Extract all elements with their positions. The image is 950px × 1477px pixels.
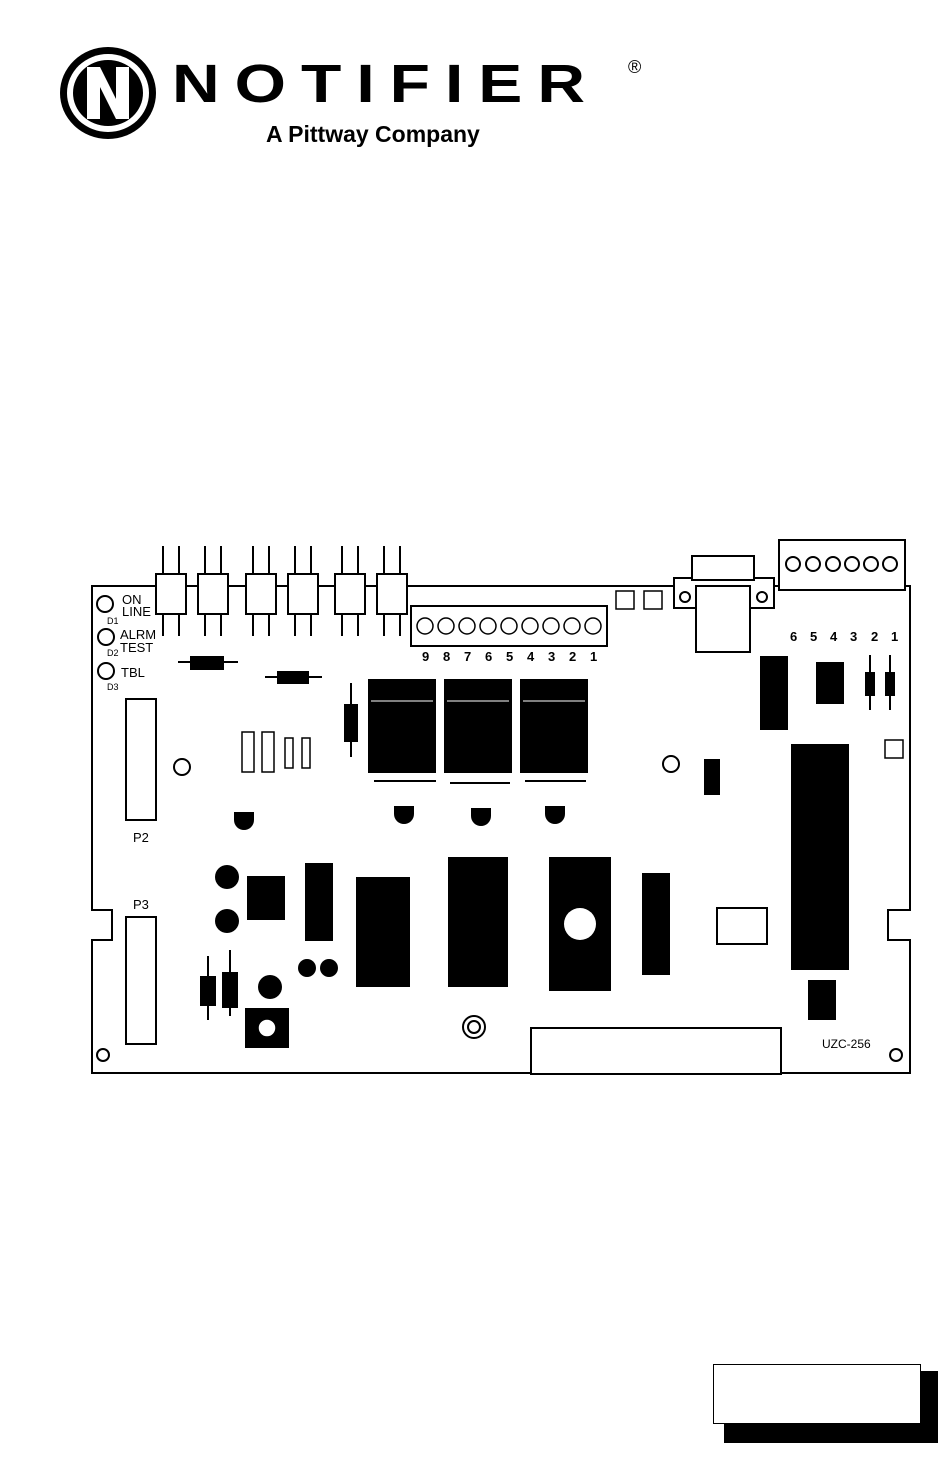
led-ref: D2 (107, 648, 119, 658)
connector-p2-label: P2 (133, 830, 149, 845)
led-label-line2: TEST (120, 640, 153, 655)
terminal-number: 2 (569, 649, 576, 664)
right-terminal-number: 5 (810, 629, 817, 644)
led-label-line2: LINE (122, 604, 151, 619)
terminal-number: 6 (485, 649, 492, 664)
right-terminal-number: 6 (790, 629, 797, 644)
terminal-number: 1 (590, 649, 597, 664)
led-ref: D1 (107, 616, 119, 626)
terminal-number: 5 (506, 649, 513, 664)
document-number-box (713, 1364, 921, 1424)
model-label: UZC-256 (822, 1037, 871, 1051)
right-terminal-number: 1 (891, 629, 898, 644)
terminal-number: 3 (548, 649, 555, 664)
right-terminal-number: 2 (871, 629, 878, 644)
led-label-line1: TBL (121, 665, 145, 680)
terminal-number: 9 (422, 649, 429, 664)
connector-p3-label: P3 (133, 897, 149, 912)
right-terminal-number: 4 (830, 629, 838, 644)
led-ref: D3 (107, 682, 119, 692)
terminal-number: 7 (464, 649, 471, 664)
right-terminal-number: 3 (850, 629, 857, 644)
terminal-number: 4 (527, 649, 535, 664)
terminal-number: 8 (443, 649, 450, 664)
